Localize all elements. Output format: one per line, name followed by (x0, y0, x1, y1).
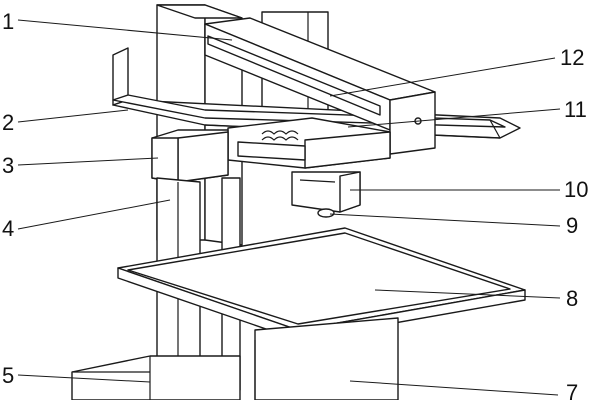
callout-10: 10 (564, 177, 588, 202)
callout-7: 7 (566, 380, 578, 400)
base-foot (71, 355, 241, 400)
callout-9: 9 (566, 213, 578, 238)
base-pedestal (254, 317, 399, 400)
leader-11 (347, 108, 561, 128)
leader-7 (349, 380, 559, 396)
callout-11: 11 (564, 97, 587, 122)
callout-1: 1 (2, 9, 14, 34)
top-crossbar (204, 17, 436, 155)
leader-9 (329, 213, 561, 227)
leader-3 (17, 157, 159, 166)
leader-lines (17, 19, 561, 396)
callout-3: 3 (2, 153, 14, 178)
callout-5: 5 (2, 363, 14, 388)
leader-2 (17, 109, 129, 123)
leader-12 (329, 57, 556, 97)
leader-4 (17, 199, 171, 230)
leader-8 (374, 289, 561, 299)
callout-4: 4 (2, 216, 14, 241)
leader-5 (17, 374, 151, 383)
callout-8: 8 (566, 286, 578, 311)
carriage-block (227, 117, 391, 169)
callout-12: 12 (560, 45, 584, 70)
leader-1 (17, 19, 233, 41)
motor-block (151, 129, 229, 183)
callout-labels: 1 2 3 4 5 7 8 9 10 11 12 (2, 9, 588, 400)
print-head (291, 171, 361, 218)
callout-2: 2 (2, 110, 14, 135)
